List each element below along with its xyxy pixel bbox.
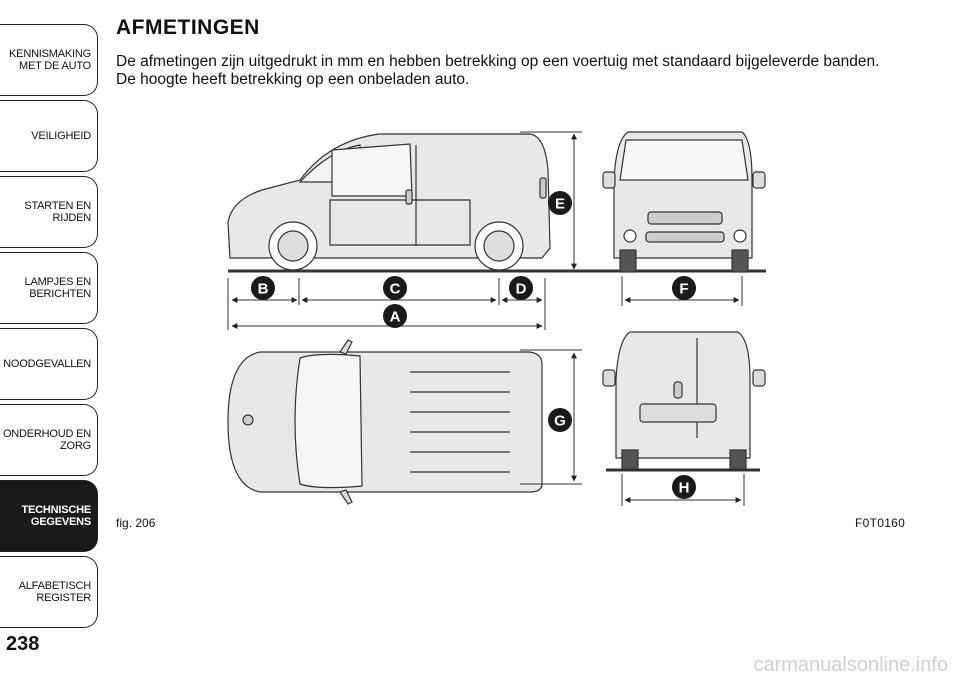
dimension-f	[621, 276, 743, 306]
tab-alfabetisch-register[interactable]: ALFABETISCH REGISTER	[0, 556, 98, 628]
intro-text: De afmetingen zijn uitgedrukt in mm en h…	[116, 53, 886, 89]
intro-line-1: De afmetingen zijn uitgedrukt in mm en h…	[116, 53, 880, 70]
marker-g: G	[548, 408, 572, 432]
tab-veiligheid[interactable]: VEILIGHEID	[0, 100, 98, 172]
marker-d: D	[509, 276, 533, 300]
svg-text:F: F	[679, 281, 688, 298]
marker-f: F	[672, 276, 696, 300]
tab-label: NOODGEVALLEN	[3, 358, 91, 370]
marker-c: C	[383, 276, 407, 300]
marker-e: E	[548, 191, 572, 215]
van-front-view	[602, 131, 766, 273]
svg-text:B: B	[258, 281, 269, 298]
tab-label: ONDERHOUD EN ZORG	[2, 428, 91, 452]
dimension-h	[621, 474, 745, 506]
svg-text:G: G	[554, 413, 566, 430]
tab-lampjes-en-berichten[interactable]: LAMPJES EN BERICHTEN	[0, 252, 98, 324]
van-rear-view	[602, 331, 766, 471]
dimension-g	[520, 349, 582, 485]
van-side-view	[227, 133, 551, 271]
tab-technische-gegevens[interactable]: TECHNISCHE GEGEVENS	[0, 480, 98, 552]
footer-watermark: carmanualsonline.info	[753, 654, 948, 676]
intro-line-2: De hoogte heeft betrekking op een onbela…	[116, 71, 470, 88]
tab-label: STARTEN EN RIJDEN	[24, 200, 91, 224]
tab-starten-en-rijden[interactable]: STARTEN EN RIJDEN	[0, 176, 98, 248]
van-top-view	[227, 339, 543, 505]
marker-h: H	[672, 475, 696, 499]
svg-text:H: H	[679, 480, 690, 497]
side-dimensions	[227, 278, 546, 330]
tab-kennismaking[interactable]: KENNISMAKING MET DE AUTO	[0, 24, 98, 96]
tab-onderhoud-en-zorg[interactable]: ONDERHOUD EN ZORG	[0, 404, 98, 476]
figure-label: fig. 206	[116, 516, 156, 530]
svg-text:A: A	[390, 309, 401, 326]
marker-a: A	[383, 304, 407, 328]
figure-code: F0T0160	[855, 516, 906, 530]
tab-label: ALFABETISCH REGISTER	[18, 580, 92, 604]
page-title: AFMETINGEN	[116, 16, 260, 39]
tab-label: LAMPJES EN BERICHTEN	[24, 276, 92, 300]
tab-label: VEILIGHEID	[31, 130, 91, 142]
svg-text:E: E	[555, 196, 565, 213]
tab-noodgevallen[interactable]: NOODGEVALLEN	[0, 328, 98, 400]
marker-b: B	[251, 276, 275, 300]
tab-label: KENNISMAKING MET DE AUTO	[9, 48, 91, 72]
tab-label: TECHNISCHE GEGEVENS	[21, 504, 91, 528]
page-number: 238	[6, 633, 40, 655]
svg-text:C: C	[390, 281, 401, 298]
svg-text:D: D	[516, 281, 527, 298]
dimension-e	[520, 131, 582, 270]
